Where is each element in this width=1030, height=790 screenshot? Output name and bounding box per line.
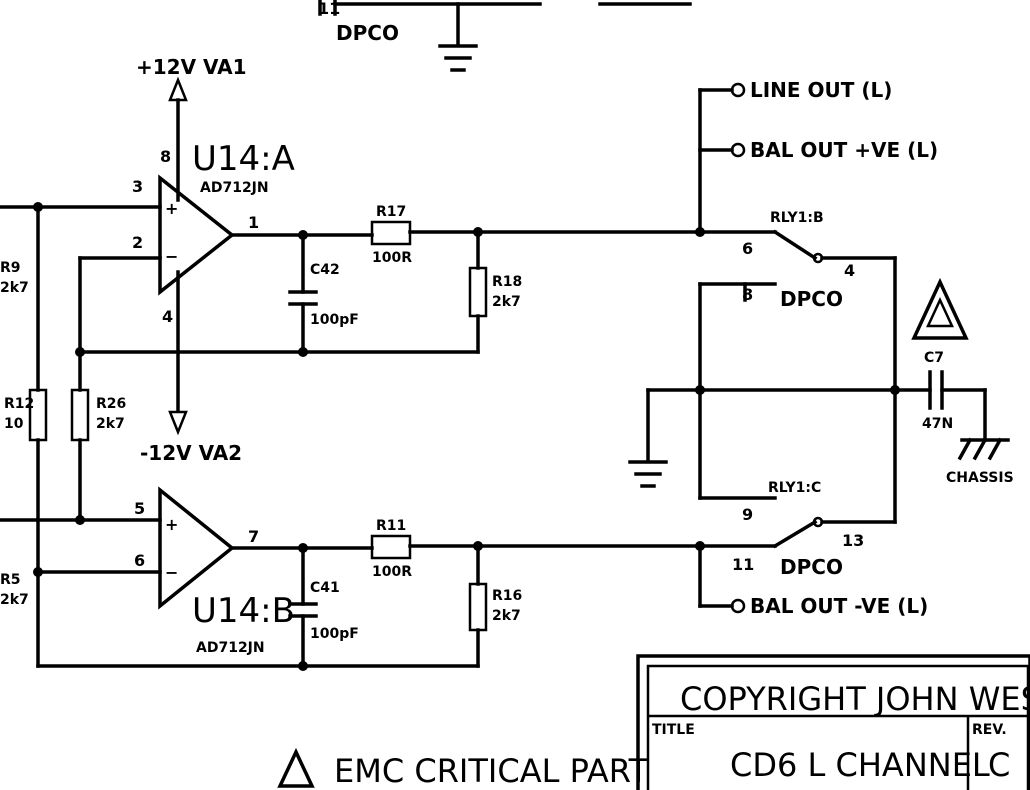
opamp-u14b-pin-pos: 5 [134,499,145,518]
ground-symbol-top [438,44,478,72]
resistor-r18: R18 2k7 [468,266,522,318]
opamp-minus-sign: − [165,563,178,582]
resistor-r26-ref: R26 [96,396,126,412]
power-arrow-down-icon [168,410,188,436]
output-bal-neg-label: BAL OUT -VE (L) [750,594,928,618]
relay-rly1b-pin-4: 4 [844,261,855,280]
resistor-r18-value: 2k7 [492,294,521,310]
opamp-u14a-pin-pos: 3 [132,177,143,196]
resistor-r5-ref: R5 [0,572,21,588]
capacitor-c41: C41 100pF [288,580,359,642]
relay-rly1c: RLY1:C 9 13 11 DPCO [732,480,897,579]
relay-rly1b: RLY1:B 6 4 8 DPCO [742,210,897,524]
relay-rly1b-pin-8: 8 [742,285,753,304]
resistor-r11-ref: R11 [376,518,406,534]
power-arrow-up-icon [168,76,188,102]
top-relay-label: DPCO [336,21,399,45]
output-line-out-label: LINE OUT (L) [750,78,892,102]
title-block-rev: C [988,746,1010,784]
relay-rly1c-pin-13: 13 [842,531,864,550]
power-negative-label: -12V VA2 [140,441,242,465]
title-block-copyright: COPYRIGHT JOHN WESTLAKE [680,680,1030,718]
resistor-r12-value: 10 [4,416,24,432]
capacitor-c7-ref: C7 [924,350,944,366]
relay-rly1b-pin-6: 6 [742,239,753,258]
resistor-r16-ref: R16 [492,588,522,604]
resistor-r5-partial: R5 2k7 [0,572,29,608]
resistor-r11-value: 100R [372,564,412,580]
opamp-u14b-symbol [158,486,235,610]
capacitor-c42-value: 100pF [310,312,359,328]
ground-symbol-relay [628,460,668,488]
resistor-r9-partial: R9 2k7 [0,260,29,296]
emc-note-text: EMC CRITICAL PART [334,752,649,790]
resistor-r9-value: 2k7 [0,280,29,296]
capacitor-c41-value: 100pF [310,626,359,642]
resistor-r17-value: 100R [372,250,412,266]
capacitor-c42: C42 100pF [288,262,359,328]
output-bal-pos-label: BAL OUT +VE (L) [750,138,938,162]
relay-rly1b-ref: RLY1:B [770,210,824,226]
resistor-r12: R12 10 [4,388,48,442]
resistor-r26: R26 2k7 [70,388,126,442]
opamp-pin4-label: 4 [162,307,173,326]
opamp-u14a-pin-neg: 2 [132,233,143,252]
capacitor-c41-ref: C41 [310,580,340,596]
relay-ground-bus [628,282,932,500]
emc-note: EMC CRITICAL PART [277,747,649,790]
relay-rly1c-contact: DPCO [780,555,843,579]
resistor-r17: R17 100R [370,204,412,266]
opamp-u14a: + − U14:A AD712JN 3 2 1 [132,139,295,296]
title-block-title: CD6 L CHANNEL [730,746,990,784]
chassis-label: CHASSIS [946,470,1014,486]
opamp-u14b-pin-out: 7 [248,527,259,546]
relay-rly1c-pin-9: 9 [742,505,753,524]
capacitor-c7: C7 47N [922,350,987,432]
relay-rly1c-pin-11: 11 [732,555,754,574]
opamp-pin8-label: 8 [160,147,171,166]
opamp-minus-sign: − [165,247,178,266]
left-wiring [0,202,480,668]
top-pin-label: 11 [318,0,340,18]
resistor-r17-ref: R17 [376,204,406,220]
resistor-r12-ref: R12 [4,396,34,412]
title-block-title-label: TITLE [652,722,695,738]
opamp-u14b: + − U14:B AD712JN 5 6 7 [134,486,295,656]
capacitor-c7-value: 47N [922,416,953,432]
opamp-u14a-part: AD712JN [200,180,269,196]
power-positive: +12V VA1 8 [136,55,247,202]
emc-note-triangle-icon [277,747,315,788]
capacitor-c42-ref: C42 [310,262,340,278]
top-partial-section: 11 DPCO [318,0,692,72]
relay-rly1b-contact: DPCO [780,287,843,311]
upper-signal-path [230,227,777,357]
opamp-u14b-ref: U14:B [192,591,295,631]
title-block: COPYRIGHT JOHN WESTLAKE TITLE CD6 L CHAN… [636,654,1030,790]
resistor-r5-value: 2k7 [0,592,29,608]
opamp-u14a-pin-out: 1 [248,213,259,232]
opamp-plus-sign: + [165,199,178,218]
opamp-plus-sign: + [165,515,178,534]
resistor-r16: R16 2k7 [468,582,522,632]
title-block-rev-label: REV. [972,722,1007,738]
opamp-u14a-symbol [158,174,235,296]
opamp-u14b-part: AD712JN [196,640,265,656]
power-negative: 4 -12V VA2 [140,270,242,465]
emc-warning-icon [911,277,969,340]
resistor-r18-ref: R18 [492,274,522,290]
resistor-r16-value: 2k7 [492,608,521,624]
opamp-u14a-ref: U14:A [192,139,295,179]
relay-rly1c-ref: RLY1:C [768,480,821,496]
resistor-r26-value: 2k7 [96,416,125,432]
resistor-r11: R11 100R [370,518,412,580]
opamp-u14b-pin-neg: 6 [134,551,145,570]
chassis-ground: CHASSIS [946,388,1014,486]
resistor-r9-ref: R9 [0,260,21,276]
lower-signal-path [230,541,777,671]
output-connections: LINE OUT (L) BAL OUT +VE (L) BAL OUT -VE… [695,78,938,618]
power-positive-label: +12V VA1 [136,55,247,79]
